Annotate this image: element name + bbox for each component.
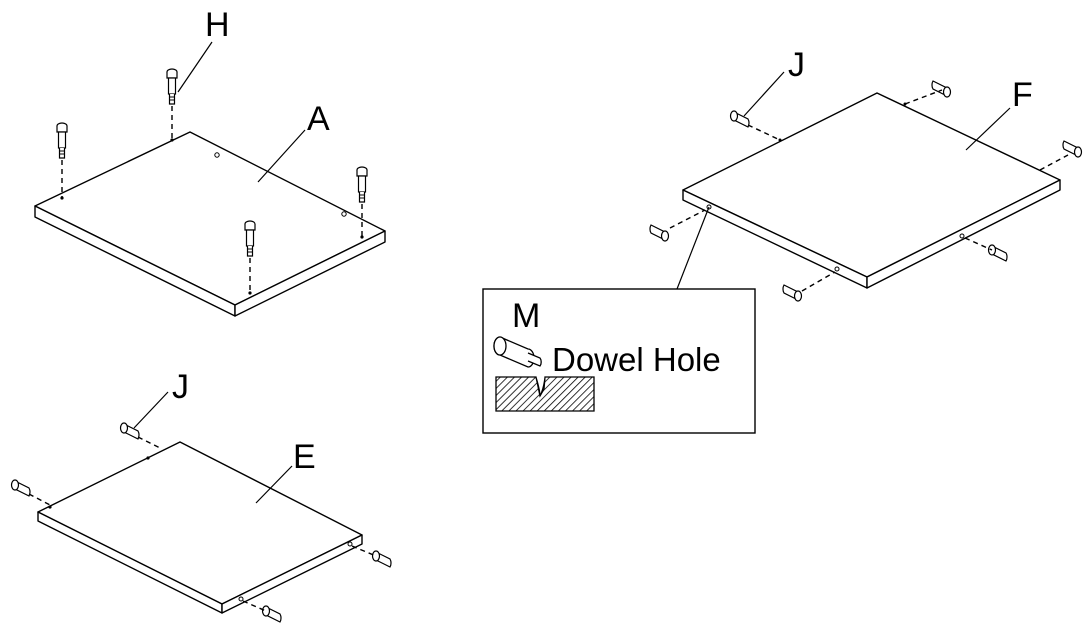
label-e: E bbox=[293, 438, 316, 476]
leader-f bbox=[965, 107, 1011, 151]
hole-section-icon bbox=[495, 376, 595, 412]
leader-a bbox=[257, 129, 306, 183]
panel-f bbox=[682, 92, 1061, 289]
cam-bolts-h bbox=[56, 68, 368, 293]
panel-e bbox=[37, 441, 363, 614]
dowel-hole-legend: M Dowel Hole bbox=[482, 206, 756, 434]
panel-a bbox=[34, 131, 386, 317]
label-a: A bbox=[307, 100, 330, 138]
label-h: H bbox=[205, 6, 230, 44]
dowels-e bbox=[10, 422, 392, 623]
dowel-hole-text: Dowel Hole bbox=[552, 341, 721, 378]
label-f: F bbox=[1012, 76, 1033, 114]
label-j-top: J bbox=[788, 46, 805, 84]
label-j-bottom: J bbox=[172, 368, 189, 406]
leader-j-top bbox=[743, 71, 785, 117]
leader-e bbox=[255, 465, 293, 504]
dowels-f bbox=[649, 80, 1083, 302]
dowel-icon bbox=[493, 336, 542, 368]
leader-h bbox=[177, 41, 213, 93]
leader-j-bottom bbox=[133, 391, 169, 429]
label-m: M bbox=[512, 297, 540, 335]
